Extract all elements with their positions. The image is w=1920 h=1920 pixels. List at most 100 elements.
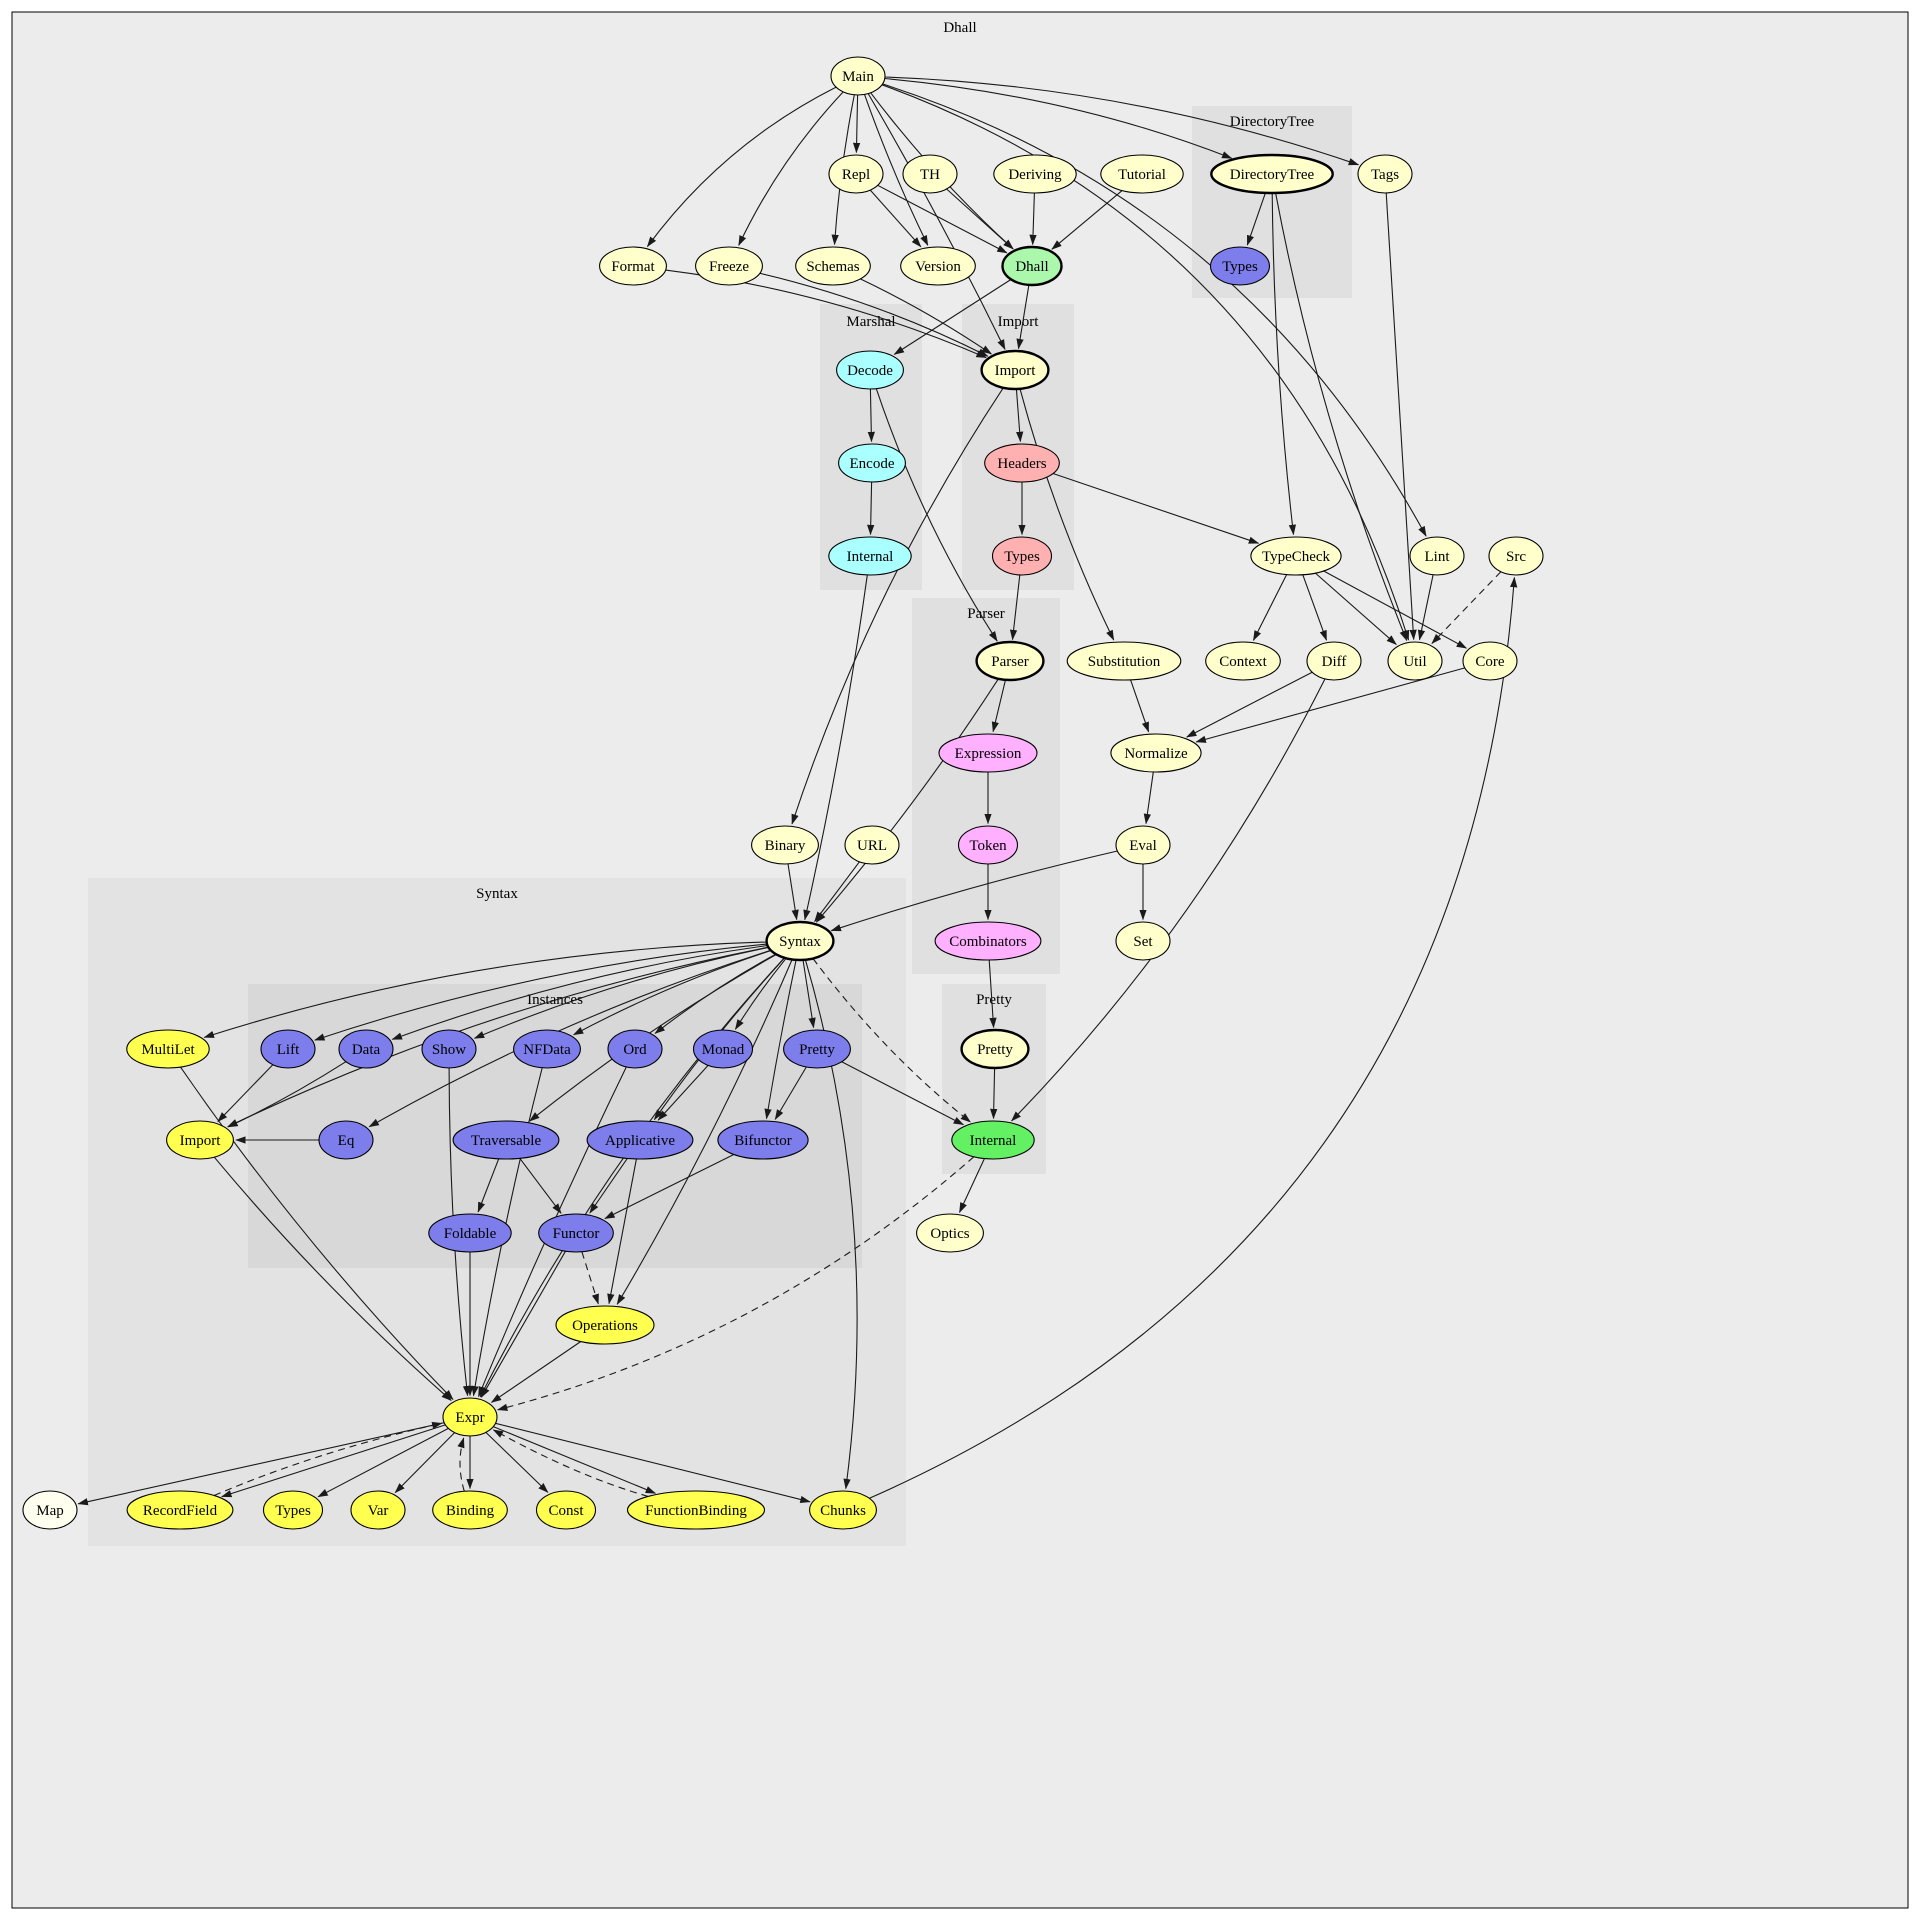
edge-main-to-tags <box>884 76 1360 166</box>
edge-typecheck-to-core <box>1323 570 1468 649</box>
node-combinators <box>934 921 1042 961</box>
node-core <box>1462 641 1518 681</box>
edge-functionbinding-to-expr <box>492 1429 649 1497</box>
edge-syntax-to-i_pretty <box>802 959 816 1029</box>
edge-binary-to-syntax <box>787 863 799 921</box>
edge-main-to-imp <box>867 93 1006 351</box>
node-label-th: TH <box>920 167 940 183</box>
node-lint <box>1409 536 1465 576</box>
edge-schemas-to-imp <box>860 278 993 355</box>
edge-m_internal-to-syntax <box>803 574 868 921</box>
node-s_types <box>262 1490 324 1530</box>
node-label-main: Main <box>842 69 874 85</box>
node-label-src: Src <box>1506 549 1526 565</box>
node-label-tutorial: Tutorial <box>1118 167 1166 183</box>
edge-functor-to-operations <box>581 1251 599 1305</box>
node-dt_types <box>1209 246 1271 286</box>
node-label-data: Data <box>352 1042 381 1058</box>
node-token <box>957 825 1019 865</box>
node-label-i_types: Types <box>1004 549 1040 565</box>
node-foldable <box>428 1213 512 1253</box>
node-label-functionbinding: FunctionBinding <box>645 1503 747 1519</box>
edge-dhall-to-imp <box>1016 284 1030 350</box>
edge-main-to-repl <box>852 94 861 154</box>
node-label-expression: Expression <box>955 746 1022 762</box>
edge-syntax-to-bifunctor <box>764 959 797 1120</box>
edge-deriving-to-dhall <box>1029 192 1037 246</box>
edge-headers-to-typecheck <box>1052 472 1260 544</box>
node-bifunctor <box>717 1120 809 1160</box>
edge-typecheck-to-diff <box>1302 574 1328 641</box>
node-show <box>421 1029 477 1069</box>
edge-traversable-to-functor <box>519 1157 562 1214</box>
node-s_import <box>166 1120 234 1160</box>
node-normalize <box>1110 733 1202 773</box>
node-label-optics: Optics <box>930 1226 969 1242</box>
node-label-combinators: Combinators <box>949 934 1027 950</box>
node-label-dt_types: Types <box>1222 259 1258 275</box>
edge-repl-to-dhall <box>877 184 1008 254</box>
edge-decode-to-parser <box>875 388 998 642</box>
node-label-recordfield: RecordField <box>143 1503 218 1519</box>
node-headers <box>984 443 1060 483</box>
node-label-format: Format <box>611 259 655 275</box>
edge-syntax-to-data <box>391 944 768 1040</box>
node-label-bifunctor: Bifunctor <box>734 1133 792 1149</box>
edge-parser-to-syntax <box>815 678 999 923</box>
edge-binding-to-expr <box>457 1437 465 1492</box>
node-format <box>599 246 667 286</box>
node-functor <box>538 1213 614 1253</box>
node-label-normalize: Normalize <box>1124 746 1188 762</box>
node-schemas <box>795 246 871 286</box>
node-label-pretty: Pretty <box>977 1042 1013 1058</box>
node-decode <box>836 350 904 390</box>
node-applicative <box>586 1120 694 1160</box>
node-label-monad: Monad <box>702 1042 745 1058</box>
node-label-syntax: Syntax <box>779 934 821 950</box>
edge-tutorial-to-dhall <box>1051 190 1123 250</box>
node-tags <box>1357 154 1413 194</box>
node-label-dtree: DirectoryTree <box>1230 167 1315 183</box>
node-label-version: Version <box>915 259 961 275</box>
node-label-deriving: Deriving <box>1008 167 1062 183</box>
node-parser <box>975 640 1045 682</box>
edge-decode-to-encode <box>867 388 875 443</box>
node-label-substitution: Substitution <box>1088 654 1161 670</box>
node-label-encode: Encode <box>850 456 895 472</box>
edge-main-to-dtree <box>884 77 1233 159</box>
edge-normalize-to-eval <box>1143 771 1154 825</box>
node-label-var: Var <box>368 1503 389 1519</box>
edge-syntax-to-nfdata <box>572 949 772 1036</box>
node-label-i_pretty: Pretty <box>799 1042 835 1058</box>
node-label-dhall: Dhall <box>1015 259 1048 275</box>
node-label-binary: Binary <box>765 838 806 854</box>
edge-expr-to-chunks <box>495 1422 811 1503</box>
cluster-label-pretty: Pretty <box>976 992 1012 1008</box>
edge-syntax-to-lift <box>314 943 768 1041</box>
edge-main-to-lint <box>882 83 1427 537</box>
node-deriving <box>993 154 1077 194</box>
node-encode <box>838 443 906 483</box>
edge-dtree-to-util <box>1275 192 1408 642</box>
edge-diff-to-normalize <box>1186 671 1313 738</box>
edge-syntax-to-expr <box>479 957 785 1398</box>
node-label-url: URL <box>857 838 887 854</box>
node-substitution <box>1066 641 1182 681</box>
edge-expr-to-var <box>394 1432 455 1494</box>
node-label-m_internal: Internal <box>847 549 894 565</box>
edge-lint-to-util <box>1417 574 1434 641</box>
node-th <box>902 154 958 194</box>
edge-i_pretty-to-bifunctor <box>774 1066 807 1121</box>
node-url <box>844 825 900 865</box>
edge-expr-to-s_types <box>317 1427 449 1498</box>
node-binary <box>751 825 819 865</box>
node-tutorial <box>1100 154 1184 194</box>
node-const <box>535 1490 597 1530</box>
node-context <box>1205 641 1281 681</box>
node-recordfield <box>126 1490 234 1530</box>
node-label-freeze: Freeze <box>709 259 749 275</box>
node-typecheck <box>1250 536 1342 576</box>
edge-tags-to-util <box>1385 192 1417 641</box>
node-label-lint: Lint <box>1425 549 1451 565</box>
edge-combinators-to-pretty <box>988 959 997 1029</box>
